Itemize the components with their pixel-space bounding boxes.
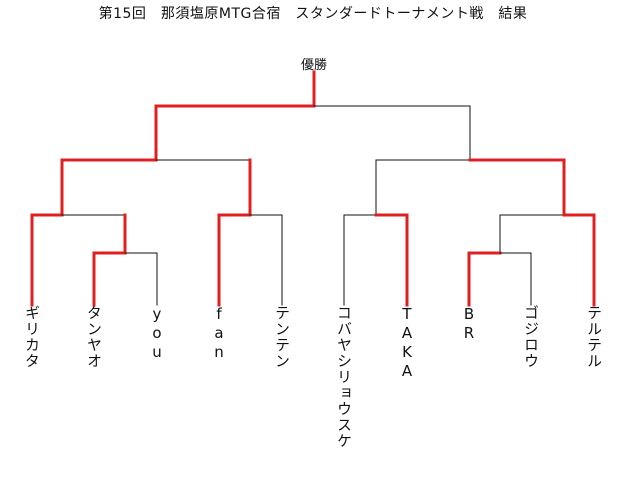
player-name: ゴジロウ: [522, 305, 540, 369]
page-title: 第15回 那須塩原MTG合宿 スタンダードトーナメント戦 結果: [98, 6, 528, 22]
player-name: fan: [210, 305, 228, 362]
player-name: タンヤオ: [85, 305, 103, 369]
player-name: you: [148, 305, 166, 362]
player-name: ギリカタ: [23, 305, 41, 369]
player-name: コバヤシリョウスケ: [335, 305, 353, 449]
player-name: テンテン: [273, 305, 291, 369]
winner-label: 優勝: [300, 58, 327, 73]
player-name: TAKA: [398, 305, 416, 381]
player-name: テルテル: [585, 305, 603, 369]
player-name: BR: [460, 305, 478, 343]
